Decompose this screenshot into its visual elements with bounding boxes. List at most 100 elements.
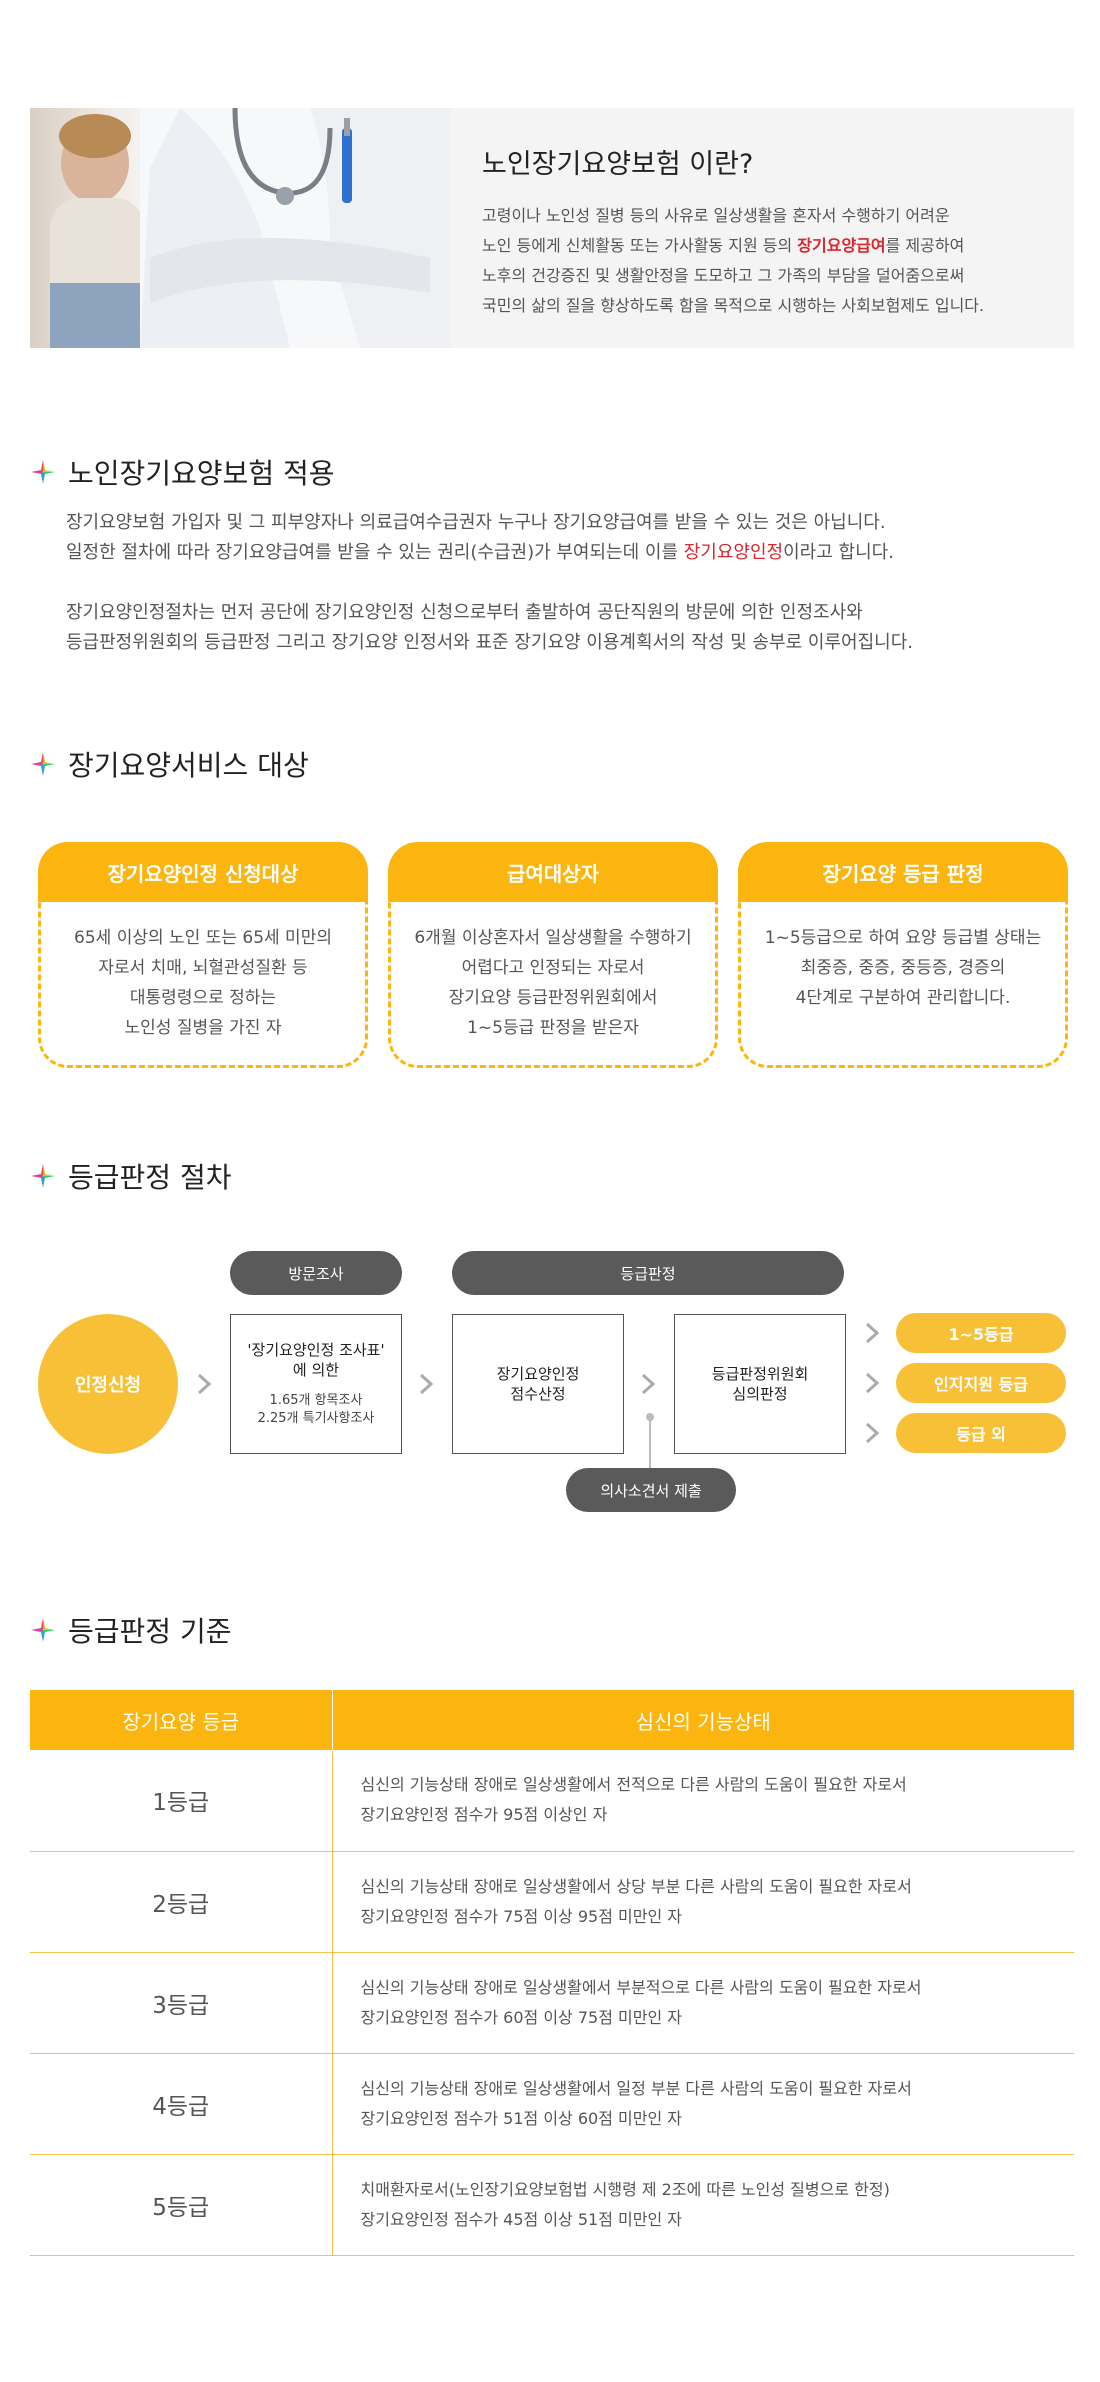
card-line: 1~5등급으로 하여 요양 등급별 상태는 xyxy=(764,928,1042,948)
intro-title: 노인장기요양보험 이란? xyxy=(482,149,754,180)
chevron-right-icon xyxy=(419,1373,434,1395)
colorful-star-icon xyxy=(31,460,55,484)
table-row: 5등급 치매환자로서(노인장기요양보험법 시행령 제 2조에 따른 노인성 질병… xyxy=(30,2154,1074,2256)
state-line: 심신의 기능상태 장애로 일상생활에서 부분적으로 다른 사람의 도움이 필요한… xyxy=(360,1977,922,1997)
paragraph-fragment: 일정한 절차에 따라 장기요양급여를 받을 수 있는 권리(수급권)가 부여되는… xyxy=(66,542,684,563)
state-line: 장기요양인정 점수가 75점 이상 95점 미만인 자 xyxy=(360,1906,682,1926)
state-cell: 심신의 기능상태 장애로 일상생활에서 상당 부분 다른 사람의 도움이 필요한… xyxy=(332,1851,1074,1953)
target-card: 급여대상자 6개월 이상혼자서 일상생활을 수행하기 어렵다고 인정되는 자로서… xyxy=(388,842,718,1068)
table-header-row: 장기요양 등급 심신의 기능상태 xyxy=(30,1690,1074,1750)
doctor-photo xyxy=(30,108,450,348)
grade-cell: 2등급 xyxy=(30,1851,333,1953)
colorful-star-icon xyxy=(31,1618,55,1642)
section-title-apply: 노인장기요양보험 적용 xyxy=(30,452,335,492)
result-grade-pill: 등급 외 xyxy=(896,1413,1066,1453)
state-cell: 심신의 기능상태 장애로 일상생활에서 일정 부분 다른 사람의 도움이 필요한… xyxy=(332,2053,1074,2155)
intro-line: 고령이나 노인성 질병 등의 사유로 일상생활을 혼자서 수행하기 어려운 xyxy=(482,206,950,225)
card-line: 6개월 이상혼자서 일상생활을 수행하기 xyxy=(414,928,692,948)
grade-decision-label: 등급판정 xyxy=(452,1251,844,1295)
intro-text: 노인장기요양보험 이란? 고령이나 노인성 질병 등의 사유로 일상생활을 혼자… xyxy=(482,142,1062,321)
grade-cell: 1등급 xyxy=(30,1750,333,1852)
step-title: '장기요양인정 조사표' xyxy=(247,1341,385,1359)
chevron-right-icon xyxy=(865,1422,880,1444)
table-row: 2등급 심신의 기능상태 장애로 일상생활에서 상당 부분 다른 사람의 도움이… xyxy=(30,1851,1074,1953)
paragraph-line: 일정한 절차에 따라 장기요양급여를 받을 수 있는 권리(수급권)가 부여되는… xyxy=(66,538,1066,568)
application-step: 인정신청 xyxy=(38,1314,178,1454)
intro-highlight: 장기요양급여 xyxy=(797,236,886,255)
card-title: 장기요양인정 신청대상 xyxy=(38,842,368,902)
intro-description: 고령이나 노인성 질병 등의 사유로 일상생활을 혼자서 수행하기 어려운 노인… xyxy=(482,201,1062,321)
state-line: 장기요양인정 점수가 60점 이상 75점 미만인 자 xyxy=(360,2007,682,2027)
connector-line xyxy=(649,1416,651,1468)
column-header: 장기요양 등급 xyxy=(30,1690,333,1750)
apply-highlight: 장기요양인정 xyxy=(683,542,784,563)
visit-survey-label: 방문조사 xyxy=(230,1251,402,1295)
intro-text-fragment: 를 제공하여 xyxy=(885,236,965,255)
card-line: 4단계로 구분하여 관리합니다. xyxy=(795,988,1011,1008)
card-line: 대통령령으로 정하는 xyxy=(129,988,277,1008)
apply-paragraph-1: 장기요양보험 가입자 및 그 피부양자나 의료급여수급권자 누구나 장기요양급여… xyxy=(66,508,1066,568)
card-title: 장기요양 등급 판정 xyxy=(738,842,1068,902)
state-line: 치매환자로서(노인장기요양보험법 시행령 제 2조에 따른 노인성 질병으로 한… xyxy=(360,2179,890,2199)
card-line: 노인성 질병을 가진 자 xyxy=(124,1018,282,1038)
state-cell: 심신의 기능상태 장애로 일상생활에서 부분적으로 다른 사람의 도움이 필요한… xyxy=(332,1952,1074,2054)
state-cell: 치매환자로서(노인장기요양보험법 시행령 제 2조에 따른 노인성 질병으로 한… xyxy=(332,2154,1074,2256)
state-line: 심신의 기능상태 장애로 일상생활에서 일정 부분 다른 사람의 도움이 필요한… xyxy=(360,2078,912,2098)
chevron-right-icon xyxy=(865,1322,880,1344)
state-line: 장기요양인정 점수가 45점 이상 51점 미만인 자 xyxy=(360,2209,682,2229)
column-header: 심신의 기능상태 xyxy=(332,1690,1074,1750)
intro-line: 국민의 삶의 질을 향상하도록 함을 목적으로 시행하는 사회보험제도 입니다. xyxy=(482,296,985,315)
grade-cell: 3등급 xyxy=(30,1952,333,2054)
section-heading: 장기요양서비스 대상 xyxy=(68,749,309,782)
section-heading: 노인장기요양보험 적용 xyxy=(68,457,335,490)
table-row: 1등급 심신의 기능상태 장애로 일상생활에서 전적으로 다른 사람의 도움이 … xyxy=(30,1750,1074,1852)
state-line: 심신의 기능상태 장애로 일상생활에서 전적으로 다른 사람의 도움이 필요한 … xyxy=(360,1775,907,1795)
card-line: 어렵다고 인정되는 자로서 xyxy=(461,958,645,978)
chevron-right-icon xyxy=(197,1373,212,1395)
section-title-target: 장기요양서비스 대상 xyxy=(30,744,309,784)
table-row: 4등급 심신의 기능상태 장애로 일상생활에서 일정 부분 다른 사람의 도움이… xyxy=(30,2053,1074,2155)
paragraph-line: 장기요양보험 가입자 및 그 피부양자나 의료급여수급권자 누구나 장기요양급여… xyxy=(66,512,886,533)
grade-cell: 4등급 xyxy=(30,2053,333,2155)
survey-step-box: '장기요양인정 조사표' 에 의한 1.65개 항목조사 2.25개 특기사항조… xyxy=(230,1314,402,1454)
step-title: 등급판정위원회 xyxy=(711,1365,809,1383)
section-title-procedure: 등급판정 절차 xyxy=(30,1156,231,1196)
section-heading: 등급판정 절차 xyxy=(68,1161,232,1194)
card-line: 65세 이상의 노인 또는 65세 미만의 xyxy=(74,928,332,948)
paragraph-fragment: 이라고 합니다. xyxy=(783,542,894,563)
card-body: 6개월 이상혼자서 일상생활을 수행하기 어렵다고 인정되는 자로서 장기요양 … xyxy=(391,923,715,1043)
card-line: 자로서 치매, 뇌혈관성질환 등 xyxy=(98,958,308,978)
score-step-box: 장기요양인정 점수산정 xyxy=(452,1314,624,1454)
step-detail: 1.65개 항목조사 xyxy=(269,1393,363,1408)
doctor-opinion-label: 의사소견서 제출 xyxy=(566,1468,736,1512)
card-line: 1~5등급 판정을 받은자 xyxy=(467,1018,639,1038)
grade-criteria-table: 장기요양 등급 심신의 기능상태 1등급 심신의 기능상태 장애로 일상생활에서… xyxy=(30,1690,1074,2256)
table-row: 3등급 심신의 기능상태 장애로 일상생활에서 부분적으로 다른 사람의 도움이… xyxy=(30,1952,1074,2054)
card-line: 최중증, 중증, 중등증, 경증의 xyxy=(800,958,1006,978)
intro-line: 노인 등에게 신체활동 또는 가사활동 지원 등의 장기요양급여를 제공하여 xyxy=(482,231,1062,261)
step-title: 에 의한 xyxy=(292,1361,340,1379)
step-title: 장기요양인정 xyxy=(496,1365,580,1383)
step-title: 점수산정 xyxy=(510,1385,566,1403)
result-grade-pill: 인지지원 등급 xyxy=(896,1363,1066,1403)
section-heading: 등급판정 기준 xyxy=(68,1615,232,1648)
step-detail: 2.25개 특기사항조사 xyxy=(257,1411,375,1426)
card-body: 65세 이상의 노인 또는 65세 미만의 자로서 치매, 뇌혈관성질환 등 대… xyxy=(41,923,365,1043)
paragraph-line: 등급판정위원회의 등급판정 그리고 장기요양 인정서와 표준 장기요양 이용계획… xyxy=(66,632,913,653)
state-cell: 심신의 기능상태 장애로 일상생활에서 전적으로 다른 사람의 도움이 필요한 … xyxy=(332,1750,1074,1852)
paragraph-line: 장기요양인정절차는 먼저 공단에 장기요양인정 신청으로부터 출발하여 공단직원… xyxy=(66,602,863,623)
apply-paragraph-2: 장기요양인정절차는 먼저 공단에 장기요양인정 신청으로부터 출발하여 공단직원… xyxy=(66,598,1066,658)
intro-line: 노후의 건강증진 및 생활안정을 도모하고 그 가족의 부담을 덜어줌으로써 xyxy=(482,266,965,285)
state-line: 장기요양인정 점수가 95점 이상인 자 xyxy=(360,1805,608,1825)
colorful-star-icon xyxy=(31,1164,55,1188)
committee-step-box: 등급판정위원회 심의판정 xyxy=(674,1314,846,1454)
step-title: 심의판정 xyxy=(732,1385,788,1403)
state-line: 심신의 기능상태 장애로 일상생활에서 상당 부분 다른 사람의 도움이 필요한… xyxy=(360,1876,912,1896)
target-card: 장기요양인정 신청대상 65세 이상의 노인 또는 65세 미만의 자로서 치매… xyxy=(38,842,368,1068)
intro-panel: 노인장기요양보험 이란? 고령이나 노인성 질병 등의 사유로 일상생활을 혼자… xyxy=(30,108,1074,348)
card-body: 1~5등급으로 하여 요양 등급별 상태는 최중증, 중증, 중등증, 경증의 … xyxy=(741,923,1065,1013)
chevron-right-icon xyxy=(641,1373,656,1395)
intro-text-fragment: 노인 등에게 신체활동 또는 가사활동 지원 등의 xyxy=(482,236,798,255)
target-card: 장기요양 등급 판정 1~5등급으로 하여 요양 등급별 상태는 최중증, 중증… xyxy=(738,842,1068,1068)
